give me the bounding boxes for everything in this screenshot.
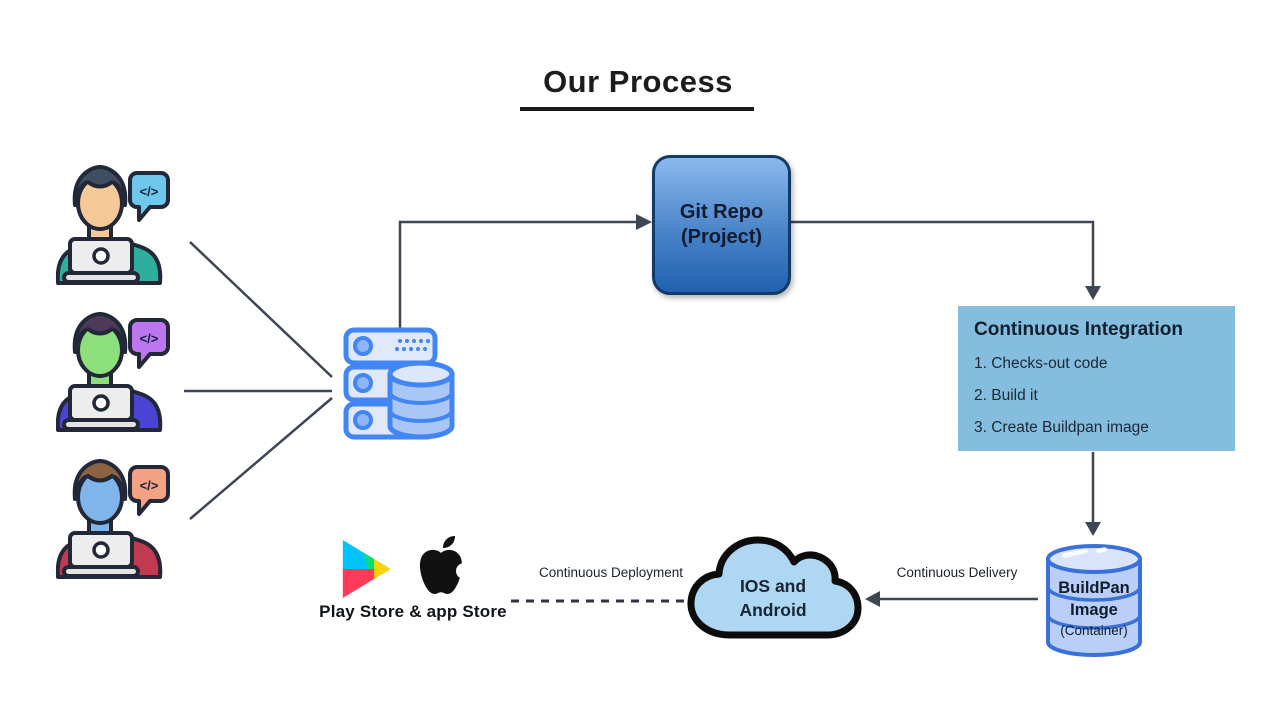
arrowhead-cloud bbox=[865, 591, 880, 607]
line-gitrepo-to-ci bbox=[786, 220, 1095, 286]
continuous-integration-node: Continuous Integration 1. Checks-out cod… bbox=[958, 306, 1235, 451]
continuous-deployment-label: Continuous Deployment bbox=[538, 565, 684, 580]
dev2-code-symbol: </> bbox=[140, 331, 159, 346]
ci-step-2: 2. Build it bbox=[974, 387, 1038, 404]
buildpan-label-line1: BuildPan bbox=[1058, 579, 1130, 597]
dev1-laptop-base bbox=[62, 271, 140, 284]
dev2-speech-bubble bbox=[128, 318, 170, 369]
dev3-code-symbol: </> bbox=[140, 478, 159, 493]
cloud-label: IOS and Android bbox=[698, 574, 848, 622]
dev3-hair bbox=[72, 459, 128, 501]
line-dev1-to-server bbox=[189, 241, 333, 378]
developer-icon-3: </> bbox=[56, 459, 170, 579]
line-server-to-gitrepo bbox=[398, 220, 636, 330]
cloud-icon bbox=[687, 536, 862, 639]
buildpan-label: BuildPan Image (Container) bbox=[1042, 577, 1146, 641]
git-repo-node: Git Repo (Project) bbox=[652, 155, 791, 295]
stores-label: Play Store & app Store bbox=[319, 602, 507, 621]
buildpan-cylinder-icon bbox=[1046, 544, 1142, 657]
title-underline bbox=[520, 107, 754, 111]
dev1-code-symbol: </> bbox=[140, 184, 159, 199]
continuous-delivery-label: Continuous Delivery bbox=[896, 565, 1018, 580]
dev1-hair bbox=[72, 165, 128, 207]
buildpan-label-line2: Image bbox=[1070, 601, 1118, 619]
cloud-label-line1: IOS and bbox=[739, 576, 807, 596]
ci-step-3: 3. Create Buildpan image bbox=[974, 419, 1149, 436]
ci-title: Continuous Integration bbox=[974, 319, 1183, 340]
git-repo-label-line2: (Project) bbox=[680, 226, 763, 248]
dev1-laptop-logo bbox=[92, 247, 110, 265]
dev2-laptop-logo bbox=[92, 394, 110, 412]
apple-icon bbox=[419, 536, 469, 594]
dev3-speech-bubble bbox=[128, 465, 170, 516]
dev2-hair bbox=[72, 312, 128, 354]
dev2-laptop-base bbox=[62, 418, 140, 431]
dev3-laptop-logo bbox=[92, 541, 110, 559]
dev3-laptop-base bbox=[62, 565, 140, 578]
git-repo-label-line1: Git Repo bbox=[679, 201, 764, 223]
arrowhead-buildpan bbox=[1085, 522, 1101, 536]
server-database-icon bbox=[343, 327, 455, 440]
dev1-speech-bubble bbox=[128, 171, 170, 222]
cloud-label-line2: Android bbox=[739, 600, 807, 620]
ci-step-1: 1. Checks-out code bbox=[974, 355, 1108, 372]
buildpan-label-line3: (Container) bbox=[1060, 623, 1128, 638]
arrowhead-gitrepo bbox=[636, 214, 652, 230]
developer-icon-1: </> bbox=[56, 165, 170, 285]
page-title: Our Process bbox=[543, 64, 733, 99]
arrowhead-ci bbox=[1085, 286, 1101, 300]
developer-icon-2: </> bbox=[56, 312, 170, 432]
line-dev3-to-server bbox=[189, 397, 333, 520]
google-play-icon bbox=[342, 540, 391, 598]
